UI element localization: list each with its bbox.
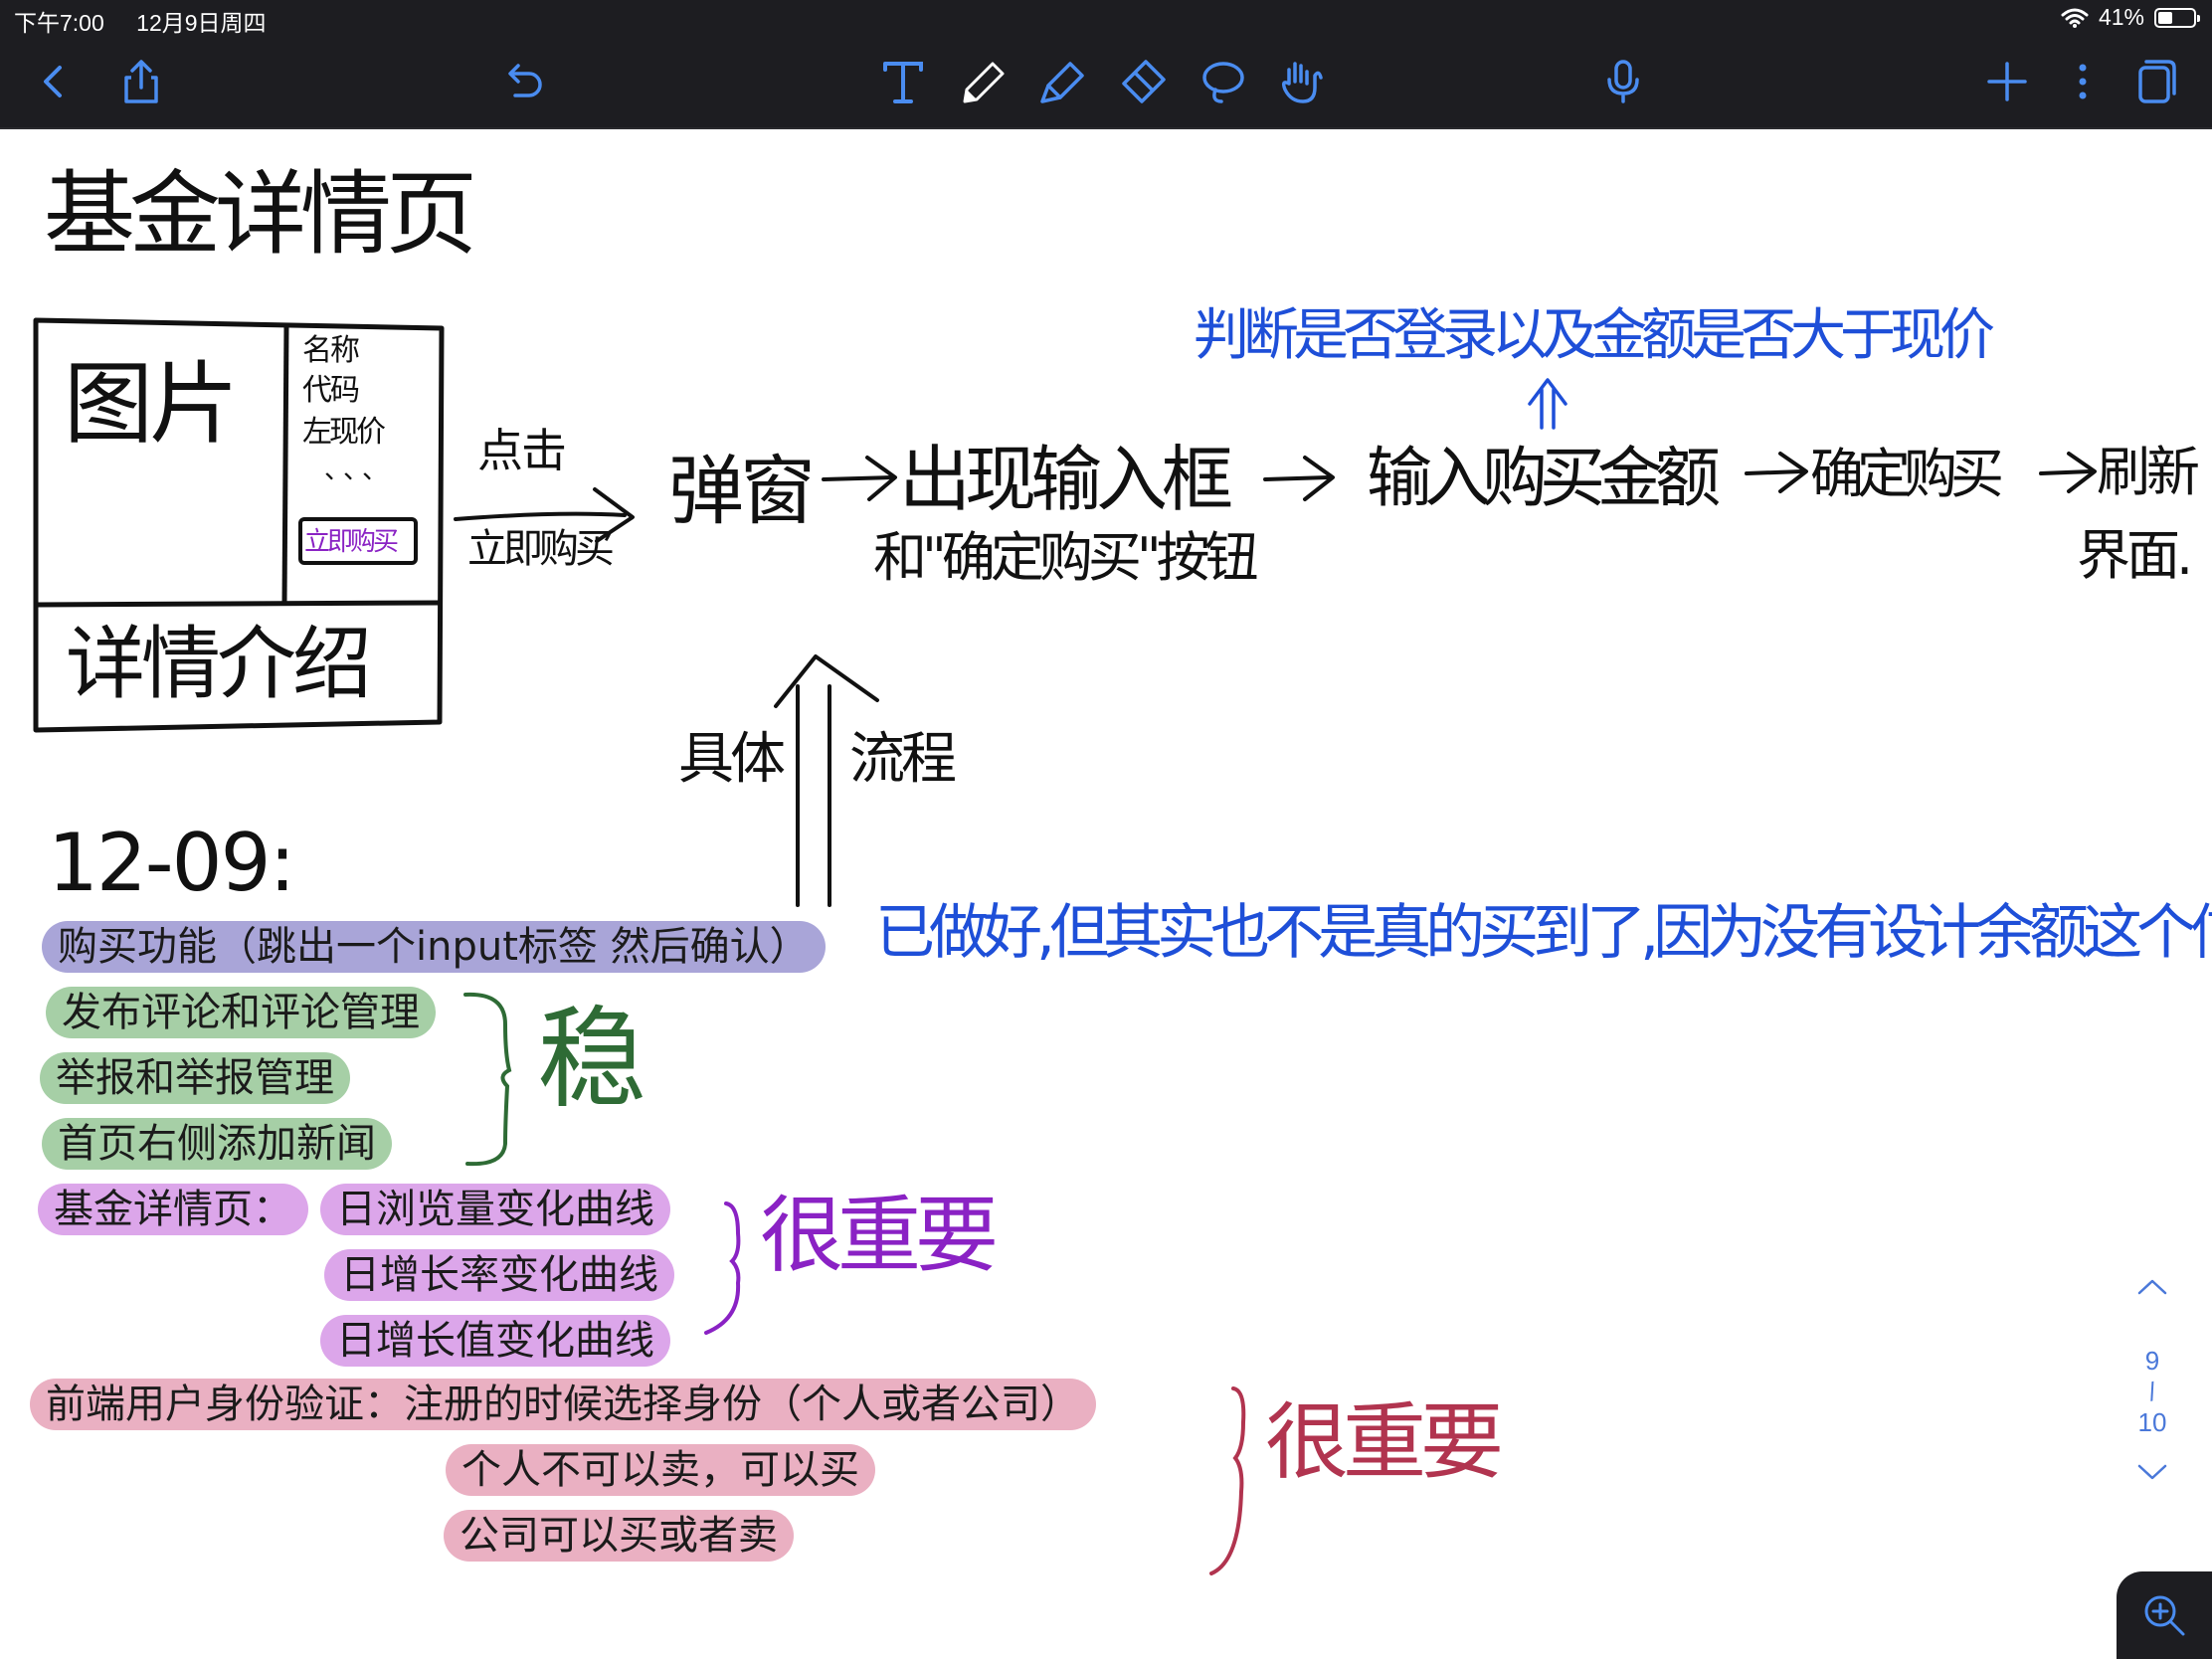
flow-arrow-4 xyxy=(2041,454,2095,491)
important-brace-1 xyxy=(706,1203,738,1333)
flow-step-refresh: 刷新 xyxy=(2097,446,2196,499)
flow-process-right: 流程 xyxy=(849,732,953,788)
more-options-icon xyxy=(2057,56,2109,107)
task-auth: 前端用户身份验证：注册的时候选择身份（个人或者公司） xyxy=(30,1379,1096,1430)
text-tool-button[interactable] xyxy=(875,54,931,109)
eraser-tool-icon xyxy=(1118,56,1170,107)
sketch-buy-button-label: 立即购买 xyxy=(304,529,396,555)
flow-arrow-2 xyxy=(1265,458,1333,499)
text-tool-icon xyxy=(877,56,929,107)
task-detail-prefix: 基金详情页： xyxy=(38,1184,308,1235)
stable-brace xyxy=(465,995,509,1164)
battery-icon xyxy=(2154,8,2196,28)
sketch-detail-label: 详情介绍 xyxy=(66,625,368,704)
sketch-image-label: 图片 xyxy=(64,360,235,450)
note-canvas[interactable]: 基金详情页 图片 名称 代码 左现价 、、、 立即购买 详情介绍 点击 立即购买… xyxy=(0,129,2212,1659)
add-page-icon xyxy=(1981,56,2033,107)
back-button[interactable] xyxy=(26,54,82,109)
sketch-info-name: 名称 xyxy=(302,336,358,366)
pen-tool-button[interactable] xyxy=(957,54,1013,109)
sketch-divider-horizontal xyxy=(38,603,442,605)
check-arrow xyxy=(1530,380,1566,428)
battery-percent: 41% xyxy=(2099,4,2144,31)
share-button[interactable] xyxy=(113,54,169,109)
microphone-button[interactable] xyxy=(1595,54,1651,109)
sketch-info-price: 左现价 xyxy=(302,418,383,448)
sketch-title: 基金详情页 xyxy=(44,169,471,261)
flow-step-popup: 弹窗 xyxy=(668,454,812,529)
pen-tool-icon xyxy=(959,56,1011,107)
flow-arrow-1 xyxy=(824,458,895,499)
add-page-button[interactable] xyxy=(1979,54,2035,109)
hand-tool-button[interactable] xyxy=(1273,54,1329,109)
task-detail-growth-value: 日增长值变化曲线 xyxy=(320,1315,670,1367)
hand-tool-icon xyxy=(1275,56,1327,107)
flow-step-confirm: 确定购买 xyxy=(1810,448,1997,501)
zoom-button[interactable] xyxy=(2117,1571,2212,1659)
flow-step-input-sub: 和"确定购买"按钮 xyxy=(873,531,1254,585)
highlighter-tool-icon xyxy=(1038,56,1090,107)
task-purchase: 购买功能（跳出一个input标签 然后确认） xyxy=(42,921,826,973)
stable-label: 稳 xyxy=(537,1005,646,1114)
more-options-button[interactable] xyxy=(2055,54,2111,109)
important-label-2: 很重要 xyxy=(1265,1400,1498,1484)
date-heading: 12-09: xyxy=(48,824,293,903)
share-icon xyxy=(115,56,167,107)
flow-step-amount: 输入购买金额 xyxy=(1367,446,1713,511)
eraser-tool-button[interactable] xyxy=(1116,54,1172,109)
toolbar xyxy=(0,36,2212,129)
undo-button[interactable] xyxy=(495,54,551,109)
lasso-tool-icon xyxy=(1198,56,1249,107)
task-stable-comments: 发布评论和评论管理 xyxy=(46,987,436,1038)
task-auth-personal: 个人不可以卖，可以买 xyxy=(446,1444,875,1496)
task-detail-views: 日浏览量变化曲线 xyxy=(320,1184,670,1235)
battery-fill xyxy=(2158,12,2172,24)
task-purchase-note: 已做好,但其实也不是真的买到了,因为没有设计余额这个信息. xyxy=(875,903,2212,963)
flow-click-label: 点击 xyxy=(477,428,565,473)
status-bar: 下午7:00 12月9日周四 41% xyxy=(0,0,2212,36)
status-date: 12月9日周四 xyxy=(136,10,266,36)
lasso-tool-button[interactable] xyxy=(1196,54,1251,109)
important-label-1: 很重要 xyxy=(760,1194,993,1277)
flow-arrow-3 xyxy=(1747,454,1806,491)
status-time: 下午7:00 xyxy=(14,10,104,36)
task-detail-growth-rate: 日增长率变化曲线 xyxy=(324,1249,674,1301)
sketch-info-code: 代码 xyxy=(302,376,358,406)
important-brace-2 xyxy=(1211,1388,1243,1573)
flow-process-left: 具体 xyxy=(678,732,782,788)
task-stable-reports: 举报和举报管理 xyxy=(40,1052,350,1104)
pages-icon xyxy=(2130,56,2182,107)
flow-step-input: 出现输入框 xyxy=(899,444,1227,515)
zoom-in-icon xyxy=(2141,1592,2187,1638)
undo-icon xyxy=(497,56,549,107)
microphone-icon xyxy=(1597,56,1649,107)
wifi-icon xyxy=(2061,7,2089,29)
flow-check-note: 判断是否登录以及金额是否大于现价 xyxy=(1194,308,1989,364)
previous-page-icon[interactable] xyxy=(2135,1277,2169,1297)
flow-click-target: 立即购买 xyxy=(467,529,611,569)
next-page-icon[interactable] xyxy=(2135,1462,2169,1482)
pages-button[interactable] xyxy=(2128,54,2184,109)
back-chevron-icon xyxy=(28,56,80,107)
task-auth-company: 公司可以买或者卖 xyxy=(444,1510,794,1562)
sketch-info-ellipsis: 、、、 xyxy=(324,458,394,483)
page-navigator: 9 / 10 xyxy=(2122,1273,2182,1489)
sketch-divider-vertical xyxy=(284,324,286,603)
flow-step-refresh-sub: 界面. xyxy=(2077,529,2189,583)
highlighter-tool-button[interactable] xyxy=(1036,54,1092,109)
task-stable-news: 首页右侧添加新闻 xyxy=(42,1118,392,1170)
